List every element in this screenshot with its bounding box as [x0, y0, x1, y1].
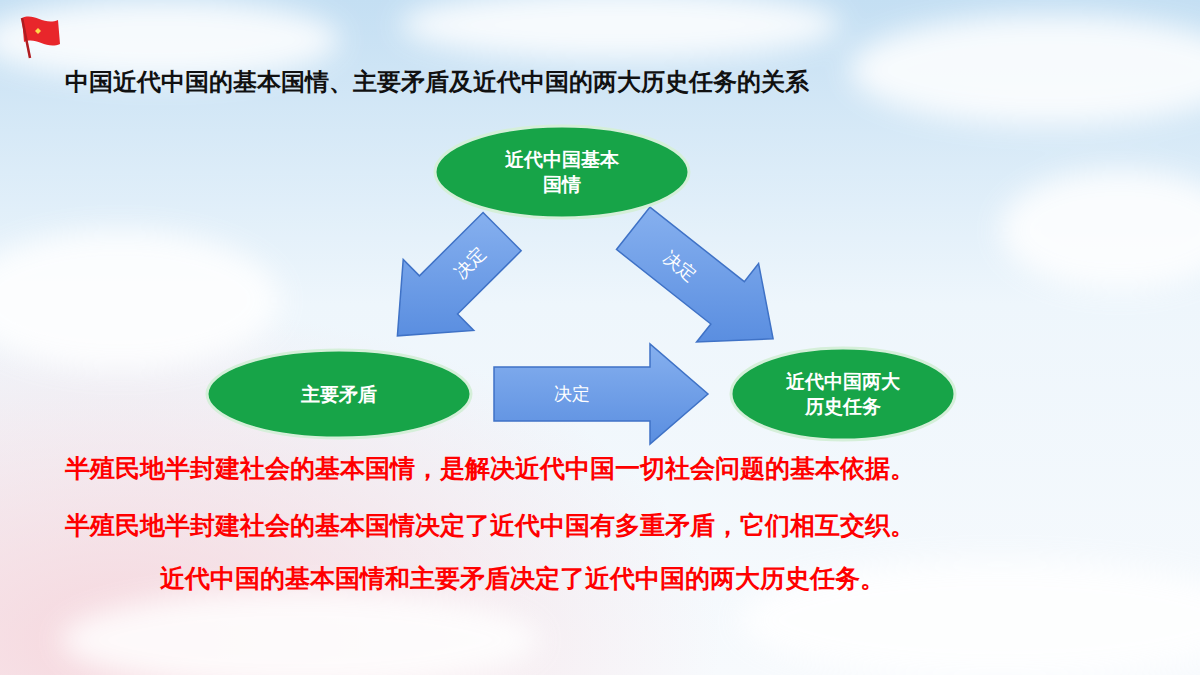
summary-note: 半殖民地半封建社会的基本国情决定了近代中国有多重矛盾，它们相互交织。 — [65, 509, 915, 542]
summary-note: 近代中国的基本国情和主要矛盾决定了近代中国的两大历史任务。 — [160, 562, 885, 595]
node-label: 近代中国基本 国情 — [500, 147, 624, 196]
oval-node: 主要矛盾 — [205, 348, 473, 440]
summary-note: 半殖民地半封建社会的基本国情，是解决近代中国一切社会问题的基本依据。 — [65, 452, 915, 485]
oval-outline — [435, 126, 689, 218]
block-arrow — [494, 344, 708, 444]
arrow-label: 决定 — [451, 244, 490, 283]
oval-shape — [433, 124, 691, 220]
arrow-label: 决定 — [660, 247, 701, 285]
block-arrow — [616, 207, 773, 342]
slide-title: 中国近代中国的基本国情、主要矛盾及近代中国的两大历史任务的关系 — [65, 66, 809, 98]
flag-icon — [22, 16, 60, 58]
node-label: 近代中国两大 历史任务 — [781, 369, 905, 418]
oval-outline — [731, 348, 955, 440]
oval-node: 近代中国基本 国情 — [433, 124, 691, 220]
oval-outline — [207, 350, 471, 438]
oval-shape — [729, 346, 957, 442]
oval-node: 近代中国两大 历史任务 — [729, 346, 957, 442]
block-arrow — [397, 212, 521, 335]
node-label: 主要矛盾 — [301, 382, 377, 407]
arrow-label: 决定 — [554, 384, 590, 404]
